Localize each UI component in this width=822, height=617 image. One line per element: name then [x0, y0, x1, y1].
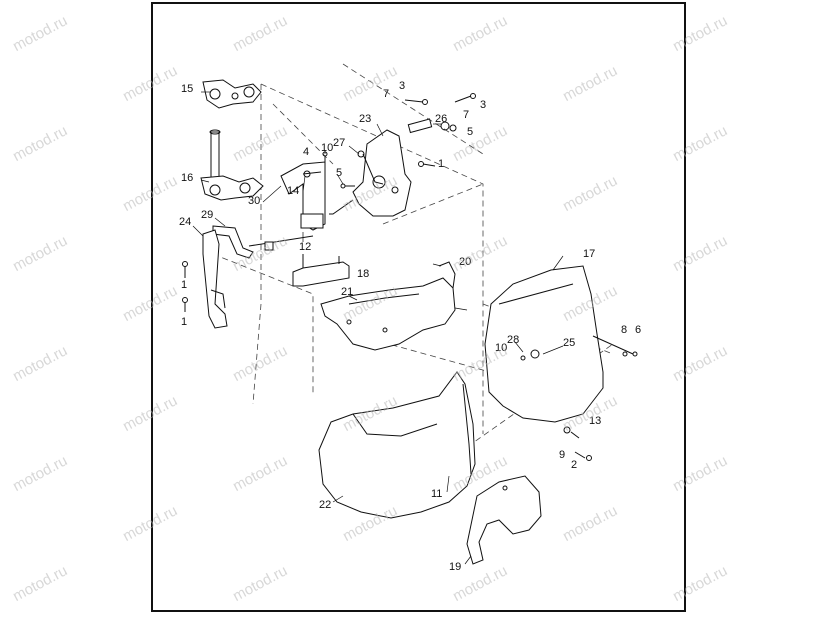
part-inner-fairing [320, 261, 456, 351]
part-left-plate [202, 229, 228, 329]
watermark: motod.ru [10, 342, 71, 386]
callout-7-right: 7 [463, 109, 470, 121]
callout-26: 26 [435, 113, 448, 125]
diagram-frame: 15 16 14 30 24 29 12 1 1 4 10 27 5 23 7 … [151, 2, 686, 612]
callout-14: 14 [287, 185, 300, 197]
callout-3-left: 3 [399, 80, 406, 92]
callout-22: 22 [319, 499, 332, 511]
callout-9: 9 [559, 449, 566, 461]
callout-30: 30 [248, 195, 261, 207]
callout-29: 29 [201, 209, 214, 221]
callout-1-right: 1 [438, 158, 445, 170]
part-upper-clamp [202, 79, 262, 109]
callout-16: 16 [181, 172, 194, 184]
callout-13: 13 [589, 415, 602, 427]
callout-10-upper: 10 [321, 142, 334, 154]
callout-6: 6 [635, 324, 642, 336]
callout-27: 27 [333, 137, 346, 149]
part-windshield [484, 265, 634, 423]
callout-12: 12 [299, 241, 312, 253]
watermark: motod.ru [10, 562, 71, 606]
part-bottom-bracket [292, 254, 350, 287]
callout-21: 21 [341, 286, 354, 298]
watermark: motod.ru [10, 12, 71, 56]
leader-lines [192, 91, 564, 565]
callout-10-lower: 10 [495, 342, 508, 354]
watermark: motod.ru [10, 122, 71, 166]
callout-23: 23 [359, 113, 372, 125]
part-lower-clamp [200, 175, 264, 201]
part-fairing-trim [466, 475, 542, 565]
part-linkage [357, 150, 384, 185]
part-steering-stem [209, 129, 221, 181]
callout-17: 17 [583, 248, 596, 260]
watermark: motod.ru [10, 232, 71, 276]
callout-24: 24 [179, 216, 192, 228]
callout-2: 2 [571, 459, 578, 471]
callout-5-right: 5 [467, 126, 474, 138]
watermark: motod.ru [10, 452, 71, 496]
part-rod-end [264, 241, 274, 251]
callout-11: 11 [431, 488, 443, 500]
callout-4: 4 [303, 146, 310, 158]
callout-1-upper: 1 [181, 279, 188, 291]
part-strut [212, 225, 254, 259]
callout-19: 19 [449, 561, 462, 573]
callout-28: 28 [507, 334, 520, 346]
windshield-hardware [520, 349, 638, 461]
callout-15: 15 [181, 83, 194, 95]
part-rod [248, 235, 314, 247]
callout-1-lower: 1 [181, 316, 188, 328]
part-outer-fairing [318, 371, 476, 519]
screw-set-left [182, 261, 188, 312]
callout-7-left: 7 [383, 88, 390, 100]
part-right-bracket [329, 129, 412, 217]
callout-25: 25 [563, 337, 576, 349]
callout-20: 20 [459, 256, 472, 268]
callout-5-left: 5 [336, 167, 343, 179]
callout-18: 18 [357, 268, 370, 280]
exploded-parts-diagram [182, 63, 638, 565]
callout-3-right: 3 [480, 99, 487, 111]
part-fairing-bracket [280, 161, 326, 231]
callout-8: 8 [621, 324, 628, 336]
small-hardware [322, 93, 476, 189]
